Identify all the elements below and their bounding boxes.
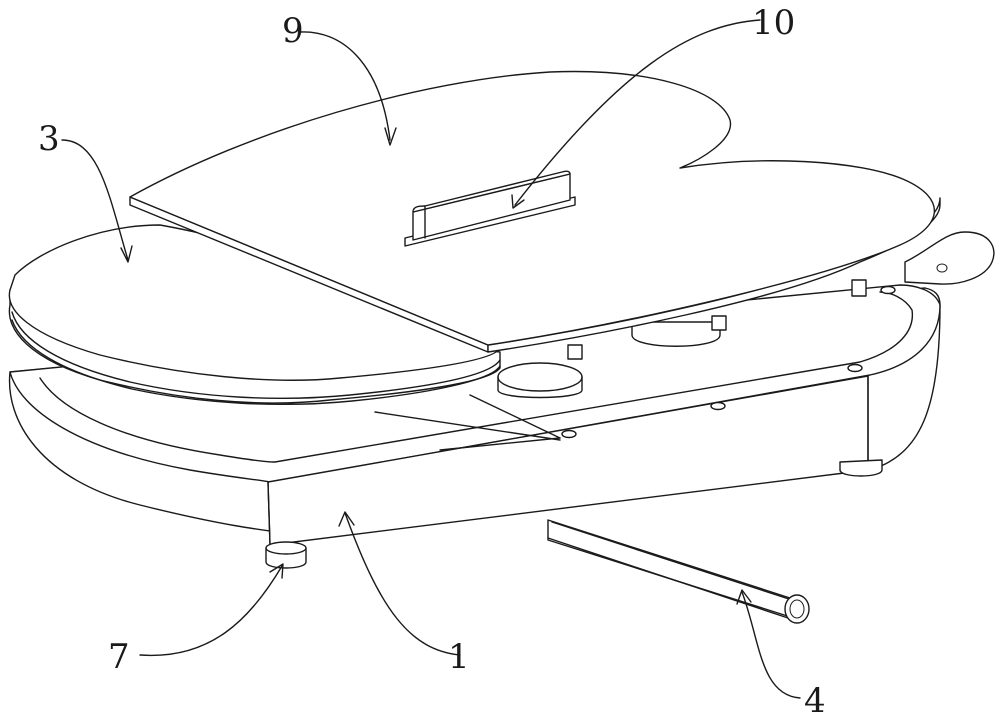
label-4: 4: [804, 681, 826, 718]
foot-right: [839, 459, 883, 477]
center-hub: [497, 279, 867, 399]
label-1: 1: [448, 637, 470, 677]
label-9: 9: [282, 11, 304, 51]
foot-left: [265, 541, 307, 569]
label-10: 10: [752, 3, 795, 43]
drain-pipe: [547, 519, 810, 624]
left-lid: [8, 224, 501, 406]
label-3: 3: [38, 119, 60, 159]
top-lid: [129, 70, 941, 353]
leader-lines: [61, 19, 801, 699]
label-7: 7: [108, 637, 130, 677]
